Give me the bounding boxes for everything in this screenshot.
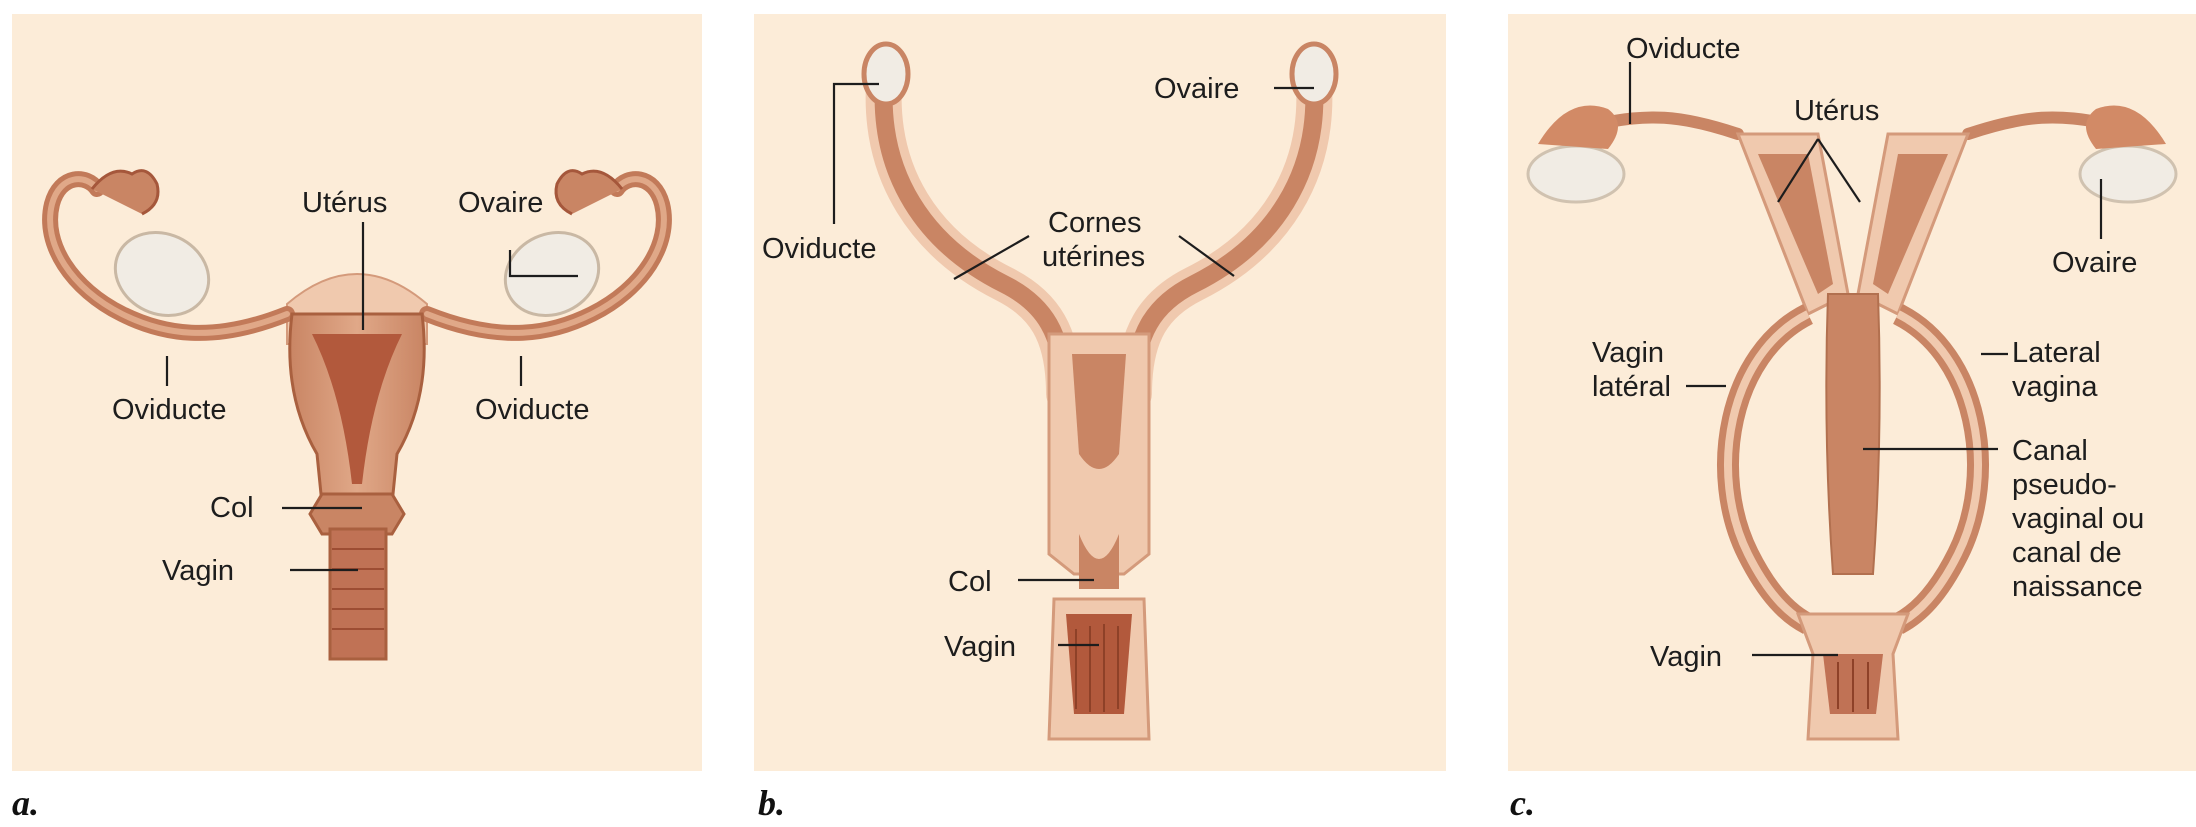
label-oviduct: Oviducte	[1626, 33, 1740, 65]
uterine-cavity	[1072, 354, 1126, 469]
uterine-horn-right	[1134, 84, 1314, 394]
ovary-right	[1292, 44, 1336, 104]
infundibulum-left	[1538, 106, 1618, 149]
label-vagina: Vagin	[944, 631, 1016, 663]
lateral-vagina-right	[1898, 314, 1978, 624]
label-ovary: Ovaire	[458, 187, 543, 219]
uterine-horn-left	[884, 84, 1064, 394]
label-cervix: Col	[948, 566, 992, 598]
label-ovary: Ovaire	[1154, 73, 1239, 105]
panel-letter-c: c.	[1510, 782, 1535, 824]
label-horns-line1: Cornes	[1048, 207, 1142, 239]
label-lateral-vagina-fr-line2: latéral	[1592, 371, 1671, 403]
label-canal-line3: vaginal ou	[2012, 503, 2144, 535]
label-cervix: Col	[210, 492, 254, 524]
label-canal-line5: naissance	[2012, 571, 2143, 603]
label-ovary: Ovaire	[2052, 247, 2137, 279]
label-canal-line4: canal de	[2012, 537, 2122, 569]
label-canal-line1: Canal	[2012, 435, 2088, 467]
label-canal-line2: pseudo-	[2012, 469, 2117, 501]
label-lateral-vagina-en-line2: vagina	[2012, 371, 2098, 403]
oviduct-left	[1598, 117, 1738, 134]
panel-c: Oviducte Utérus Ovaire Vagin latéral Lat…	[1508, 14, 2196, 771]
label-uterus: Utérus	[302, 187, 387, 219]
infundibulum-right	[2086, 106, 2166, 149]
ovary-left	[1528, 146, 1624, 202]
panel-letter-a: a.	[12, 782, 39, 824]
label-oviduct: Oviducte	[762, 233, 876, 265]
fimbriae-right	[556, 171, 622, 214]
diagram-c: Oviducte Utérus Ovaire Vagin latéral Lat…	[1508, 14, 2196, 771]
ovary-left	[864, 44, 908, 104]
label-oviduct-left: Oviducte	[112, 394, 226, 426]
label-vagina: Vagin	[162, 555, 234, 587]
lateral-vagina-left	[1728, 314, 1808, 624]
label-oviduct-right: Oviducte	[475, 394, 589, 426]
ovary-right	[2080, 146, 2176, 202]
diagram-b: Oviducte Ovaire Cornes utérines Col Vagi…	[754, 14, 1446, 771]
label-vagina: Vagin	[1650, 641, 1722, 673]
label-lateral-vagina-fr-line1: Vagin	[1592, 337, 1664, 369]
pseudovaginal-canal	[1826, 294, 1879, 574]
label-horns-line2: utérines	[1042, 241, 1145, 273]
fimbriae-left	[92, 171, 158, 214]
diagram-a: Utérus Ovaire Oviducte Oviducte Col Vagi…	[12, 14, 702, 771]
panel-a: Utérus Ovaire Oviducte Oviducte Col Vagi…	[12, 14, 702, 771]
label-lateral-vagina-en-line1: Lateral	[2012, 337, 2101, 369]
panel-b: Oviducte Ovaire Cornes utérines Col Vagi…	[754, 14, 1446, 771]
label-uterus: Utérus	[1794, 95, 1879, 127]
panel-letter-b: b.	[758, 782, 785, 824]
